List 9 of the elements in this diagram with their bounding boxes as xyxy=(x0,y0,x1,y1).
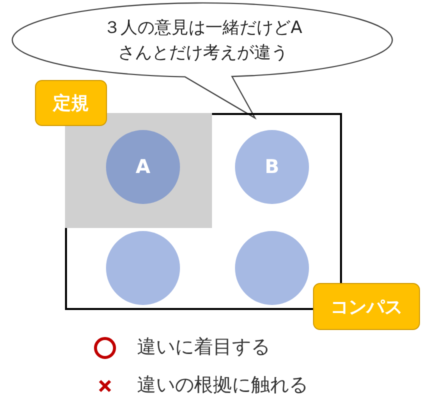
speech-bubble xyxy=(10,2,396,120)
shaded-box xyxy=(65,113,212,228)
labeled-circle: A xyxy=(106,130,180,204)
legend-text: 違いに着目する xyxy=(137,335,270,360)
speech-text: ３人の意見は一緒だけどAさんとだけ考えが違う xyxy=(102,17,304,65)
tag-label: 定規 xyxy=(35,80,107,126)
labeled-circle: B xyxy=(235,130,309,204)
tag-label: コンパス xyxy=(313,283,420,330)
legend-text: 違いの根拠に触れる xyxy=(137,373,308,398)
